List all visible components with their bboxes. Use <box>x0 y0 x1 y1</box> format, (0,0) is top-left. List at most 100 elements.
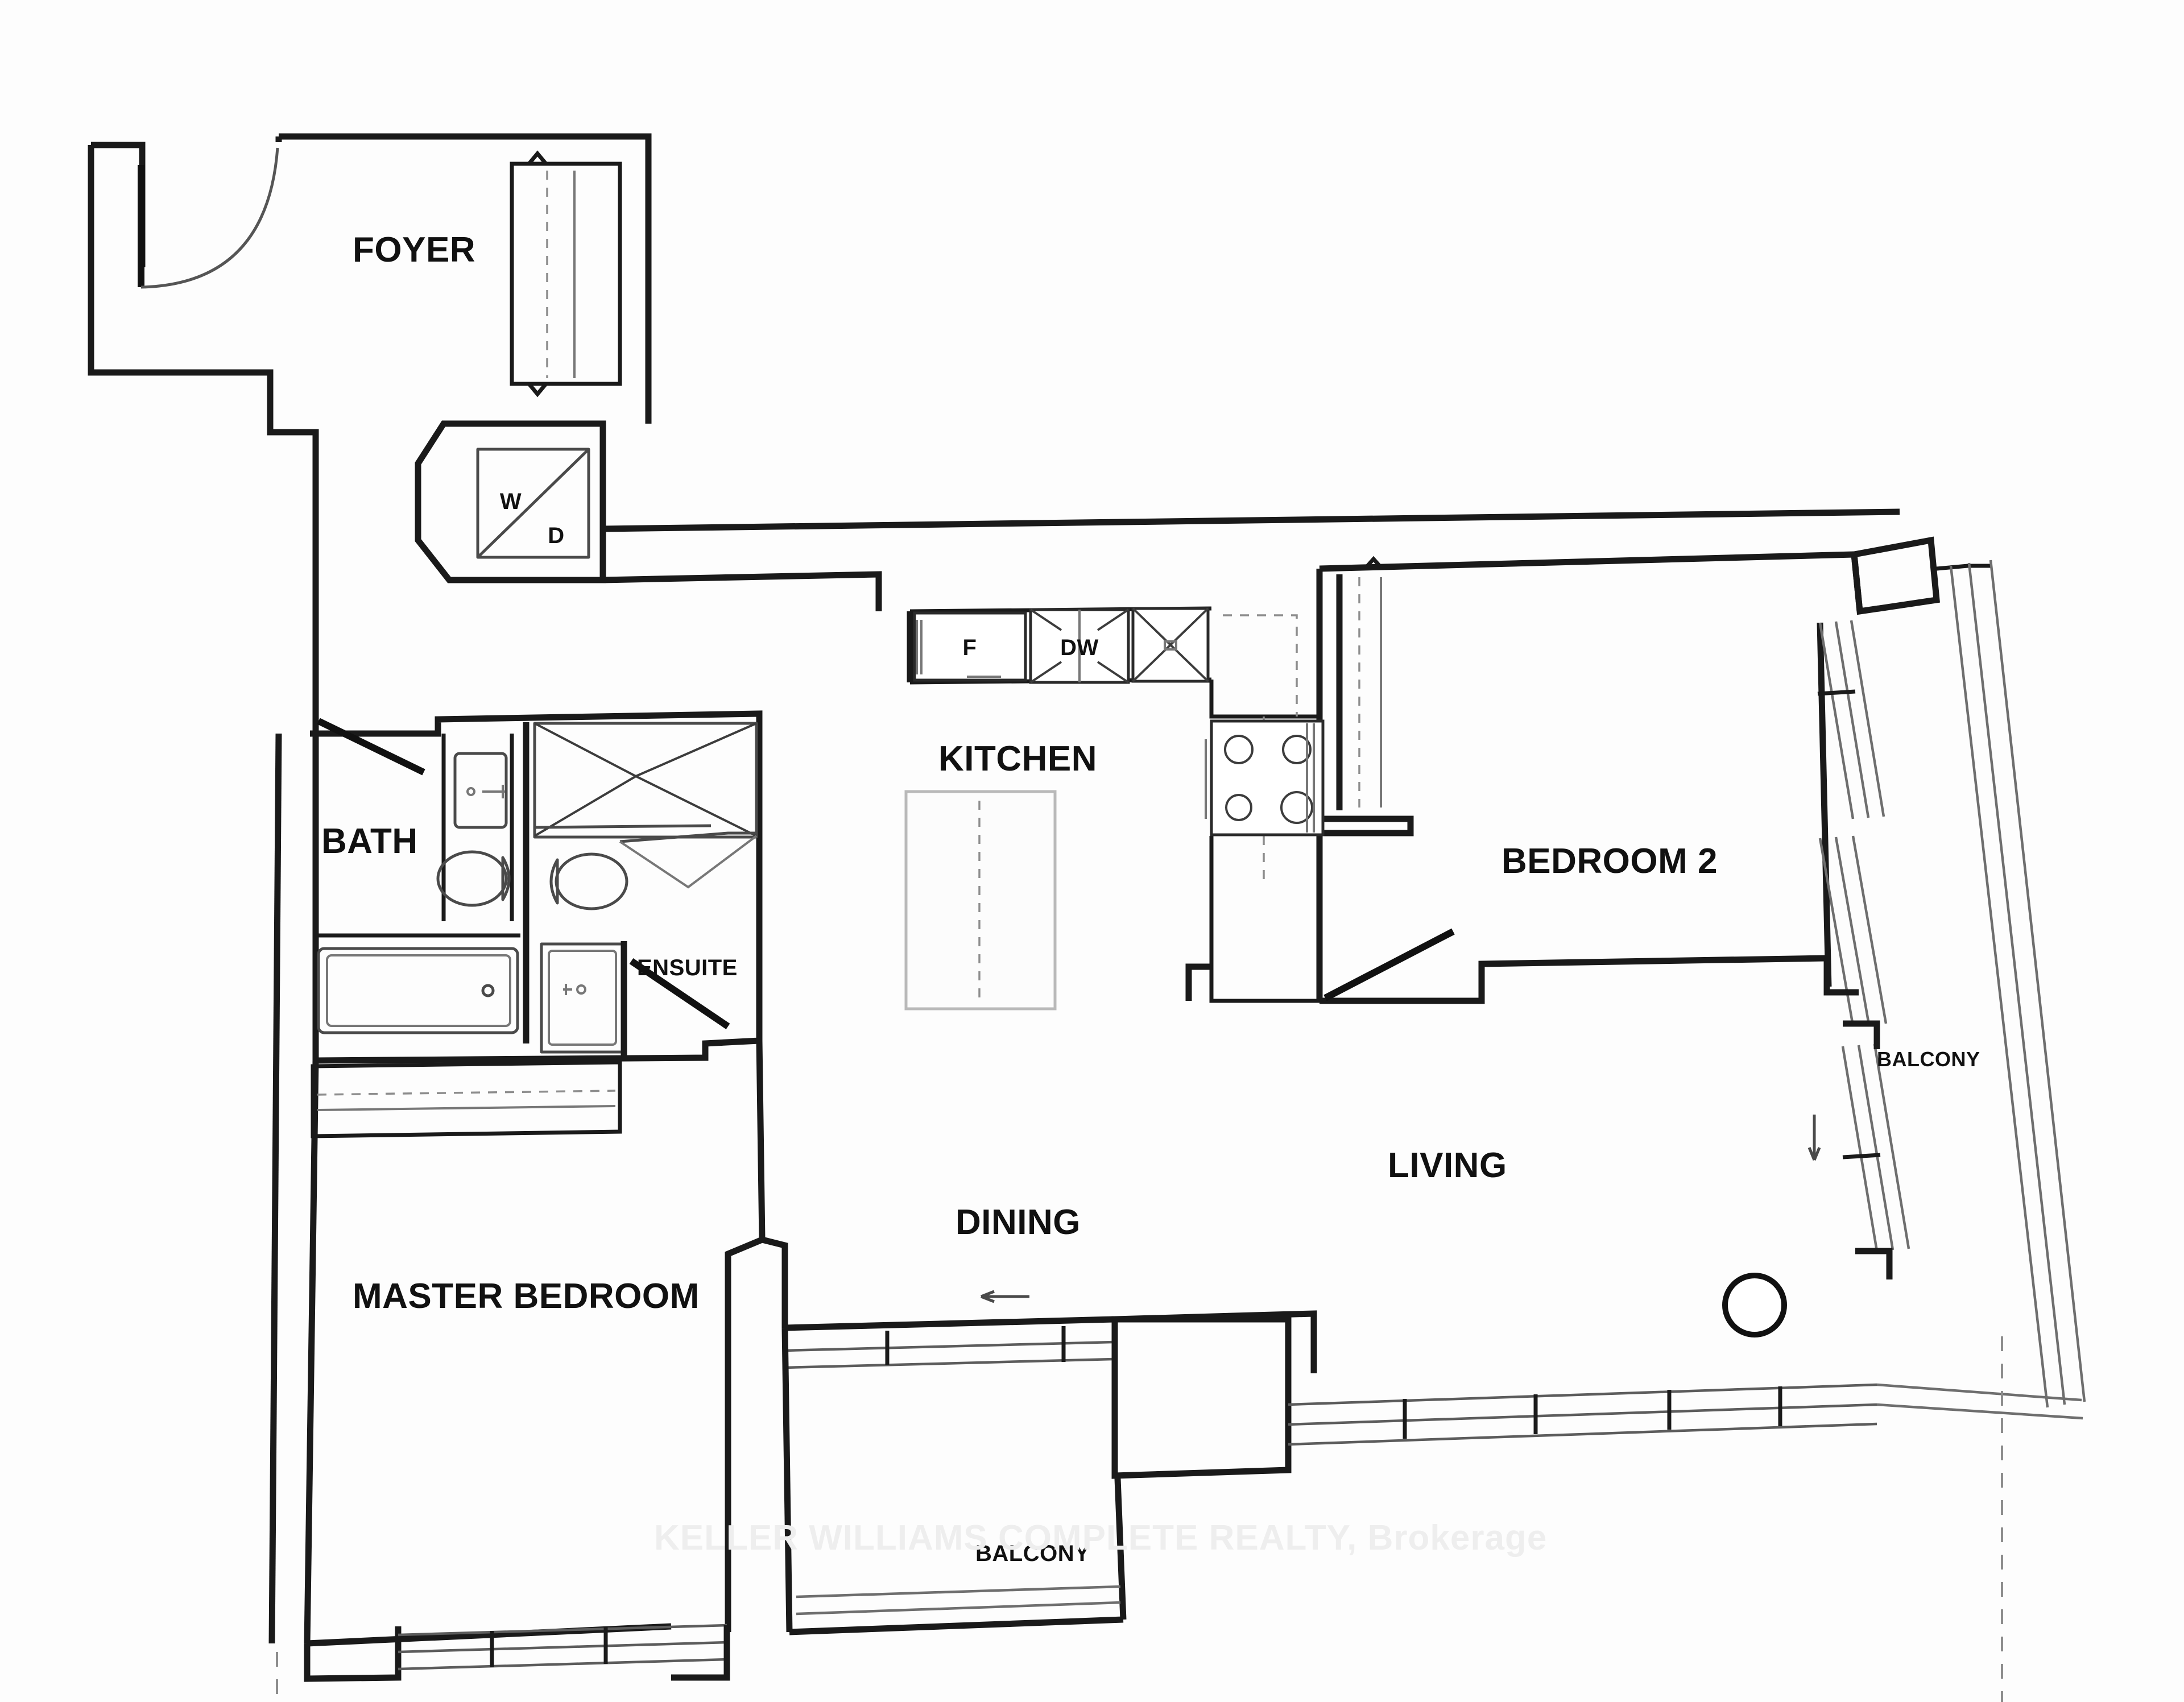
ensuite-toilet-bowl <box>555 852 628 910</box>
balcony-south-rail-a <box>796 1601 1121 1616</box>
wall-kitchen-peninsula <box>1209 680 1320 719</box>
balcony-east-mullion-1 <box>1817 689 1856 696</box>
wall-laundry-closet <box>415 420 606 583</box>
bathtub <box>317 947 519 1034</box>
wall-master-left <box>304 1060 319 1644</box>
balcony-east-glass-i <box>1873 1043 1910 1249</box>
balcony-east-glass-h <box>1857 1045 1895 1250</box>
wall-balcony-east-jamb-1 <box>1823 958 1859 996</box>
bath-toilet-tank <box>501 856 511 901</box>
ensuite-sink-vanity <box>540 942 626 1054</box>
wall-corridor-lower <box>602 571 882 611</box>
ensuite-shower <box>533 722 758 839</box>
fridge-door-line <box>916 620 923 674</box>
window-master-a <box>398 1624 727 1637</box>
wall-living-top-right <box>1851 536 1940 615</box>
cooktop-burner-bl <box>1225 794 1252 821</box>
fridge-unit <box>913 611 1027 682</box>
room-label-living: LIVING <box>1388 1146 1507 1185</box>
cooktop-burner-tr <box>1282 735 1312 764</box>
window-living-c <box>1288 1422 1877 1446</box>
wall-bedroom2-left <box>1316 569 1414 1001</box>
ensuite-sink-faucet <box>563 984 572 995</box>
wall-master-right-kink <box>761 1236 788 1328</box>
wall-master-right <box>725 1040 766 1632</box>
window-master-b <box>398 1641 727 1654</box>
wall-master-window-right-pier <box>671 1625 730 1681</box>
window-living-b <box>1288 1403 1877 1426</box>
ensuite-door-leaf <box>629 958 730 1029</box>
wall-foyer-top <box>91 142 146 267</box>
dining-slider-arrow <box>981 1290 1029 1303</box>
foyer-entry-door-swing <box>140 147 279 289</box>
wall-foyer-outer <box>88 145 319 699</box>
bathtub-inner <box>326 954 511 1027</box>
room-label-foyer: FOYER <box>353 230 475 270</box>
ensuite-shower-door-swing <box>619 835 758 889</box>
ensuite-sink-drain <box>576 984 586 995</box>
ensuite-sink-basin <box>548 950 617 1046</box>
balcony-south-rail-b <box>796 1585 1121 1599</box>
living-column <box>1722 1273 1787 1337</box>
balcony-east-rail-outer <box>1989 560 2086 1402</box>
balcony-east-glass-a <box>1818 622 1855 819</box>
ensuite-shower-pan-lines <box>533 722 757 837</box>
dishwasher-x <box>1029 608 1130 684</box>
wall-living-projection <box>1111 1316 1292 1479</box>
ensuite-shower-door <box>619 831 756 843</box>
cooktop-right-trim <box>1306 723 1315 833</box>
wall-bedroom2-top <box>1319 551 1855 572</box>
bath-toilet-bowl <box>436 850 508 907</box>
window-living-a <box>1288 1383 1877 1406</box>
wall-balcony-east-jamb-3 <box>1855 1248 1893 1279</box>
balcony-east-glass-g <box>1841 1046 1879 1252</box>
balcony-east-glass-c <box>1850 620 1885 817</box>
washer-dryer-divider <box>477 448 590 558</box>
room-label-balcony-east: BALCONY <box>1877 1047 1980 1071</box>
wall-balcony-south-right <box>1114 1478 1127 1620</box>
balcony-east-glass-e <box>1834 836 1871 1025</box>
balcony-east-slider-arrow <box>1807 1115 1821 1161</box>
balcony-east-glass-b <box>1834 621 1870 818</box>
balcony-east-rail-bottom2 <box>1876 1403 2083 1420</box>
bath-sink <box>453 752 508 829</box>
wall-bedroom2-bottom <box>1320 955 1827 1004</box>
master-closet-slide-line <box>317 1090 616 1096</box>
appliance-label-fridge: F <box>963 635 977 660</box>
wall-balcony-east-jamb-2 <box>1843 1020 1880 1049</box>
cooktop-burner-br <box>1280 791 1313 824</box>
wall-foyer-closet <box>510 161 622 386</box>
washer-dryer-unit <box>476 448 590 559</box>
dining-table <box>904 790 1057 1011</box>
bedroom2-door-leaf <box>1323 928 1455 1001</box>
wall-master-window-left-pier <box>304 1626 402 1682</box>
wall-kitchen-lower-return <box>1209 836 1325 1003</box>
room-label-master-bedroom: MASTER BEDROOM <box>353 1277 700 1316</box>
appliance-label-washer: W <box>500 489 522 514</box>
wall-kitchen-stub-left <box>1185 963 1211 1001</box>
room-label-bath: BATH <box>321 822 418 861</box>
master-closet-door-panel <box>317 1105 616 1111</box>
balcony-east-rail-mid <box>1967 562 2066 1405</box>
balcony-east-rail-bottom <box>1876 1383 2082 1402</box>
window-dining-inner <box>784 1357 1114 1369</box>
kitchen-sink-drain <box>1164 640 1177 651</box>
wall-dining-bottom <box>784 1316 1115 1331</box>
foyer-closet-notch-top <box>527 150 548 165</box>
balcony-east-mullion-2 <box>1842 1153 1881 1159</box>
wall-bedroom2-right-down <box>1817 622 1832 987</box>
ensuite-toilet-tank <box>549 858 559 905</box>
bath-sink-faucet <box>482 785 505 798</box>
wall-balcony-south-bottom <box>789 1616 1124 1635</box>
kitchen-sink-x <box>1132 607 1209 682</box>
balcony-east-glass-d <box>1851 835 1888 1024</box>
room-label-balcony-south: BALCONY <box>975 1541 1090 1566</box>
bath-door-leaf <box>317 718 425 776</box>
window-dining-outer <box>784 1340 1114 1352</box>
appliance-label-dishwasher: DW <box>1060 635 1099 660</box>
foyer-closet-notch-bottom <box>527 382 548 397</box>
bath-sink-drain <box>466 787 475 796</box>
wall-living-bottom-shelf <box>1114 1310 1317 1373</box>
cooktop-burner-tl <box>1224 735 1254 764</box>
